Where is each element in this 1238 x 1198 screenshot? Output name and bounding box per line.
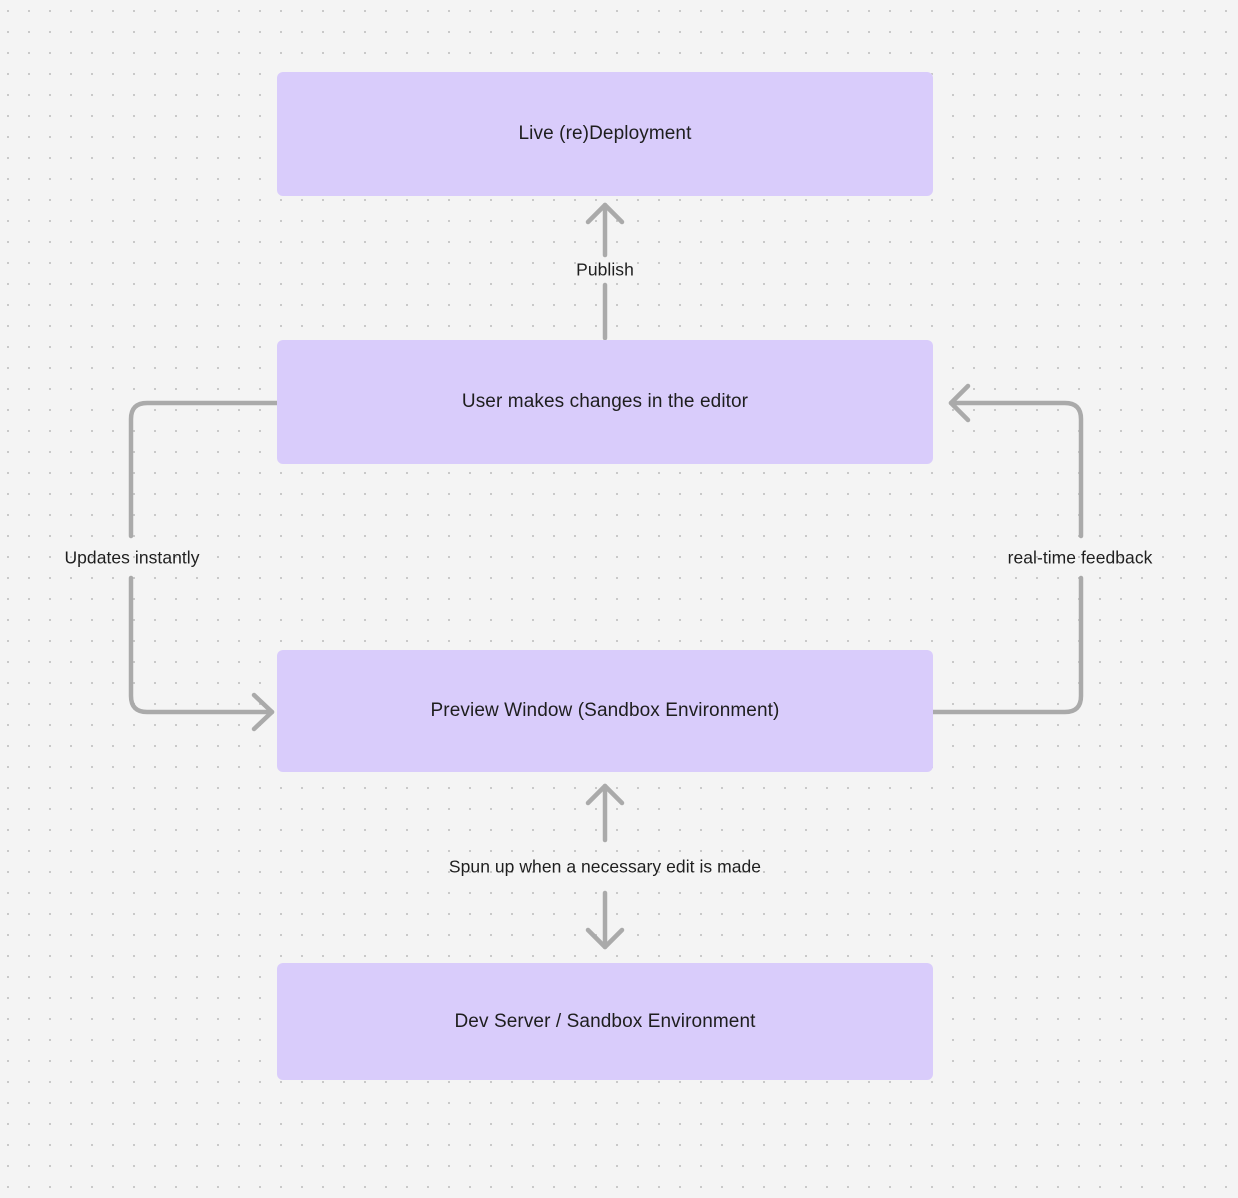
edge-updates-arrowhead <box>251 692 275 732</box>
edge-label-real-time-feedback: real-time feedback <box>1007 547 1153 568</box>
node-preview-window[interactable]: Preview Window (Sandbox Environment) <box>277 650 933 772</box>
edge-publish-arrowhead <box>585 202 625 225</box>
edge-spunup-arrowhead-down <box>585 927 625 950</box>
node-user-editor[interactable]: User makes changes in the editor <box>277 340 933 464</box>
node-live-deployment-label: Live (re)Deployment <box>518 123 692 144</box>
edge-label-publish: Publish <box>576 259 634 280</box>
node-dev-server[interactable]: Dev Server / Sandbox Environment <box>277 963 933 1080</box>
edge-label-spun-up: Spun up when a necessary edit is made <box>448 856 762 877</box>
node-live-deployment[interactable]: Live (re)Deployment <box>277 72 933 196</box>
node-dev-server-label: Dev Server / Sandbox Environment <box>454 1010 756 1032</box>
node-user-editor-label: User makes changes in the editor <box>461 391 749 412</box>
edge-updates-line-lower <box>128 575 275 715</box>
edge-label-updates-instantly: Updates instantly <box>64 547 200 568</box>
edge-feedback-arrowhead <box>948 383 971 423</box>
edge-feedback-line-upper <box>948 400 1084 539</box>
edge-feedback-line-lower <box>930 575 1084 715</box>
node-preview-window-label: Preview Window (Sandbox Environment) <box>430 700 780 721</box>
edge-updates-line-upper <box>128 400 280 539</box>
edge-spunup-arrowhead-up <box>585 783 625 806</box>
